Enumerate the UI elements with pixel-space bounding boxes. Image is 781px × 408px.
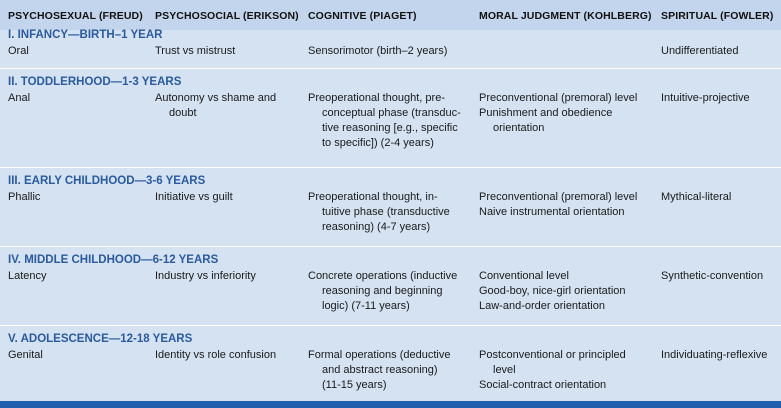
header-freud: PSYCHOSEXUAL (FREUD) [8, 10, 143, 22]
cell-line: Initiative vs guilt [155, 191, 233, 203]
cell-piaget: Preoperational thought, in-tuitive phase… [308, 190, 450, 235]
cell-line: Genital [8, 349, 43, 361]
row-separator [0, 167, 781, 168]
cell-line: Punishment and obedience [479, 107, 613, 119]
cell-line: (11-15 years) [322, 379, 387, 391]
cell-freud: Genital [8, 348, 43, 363]
header-kohlberg: MORAL JUDGMENT (KOHLBERG) [479, 10, 652, 22]
cell-line: Latency [8, 270, 47, 282]
stage-title: I. INFANCY—BIRTH–1 YEAR [8, 29, 163, 41]
cell-erikson: Initiative vs guilt [155, 190, 233, 205]
cell-fowler: Individuating-reflexive [661, 348, 767, 363]
cell-line: Identity vs role confusion [155, 349, 277, 361]
cell-line: Good-boy, nice-girl orientation [479, 285, 626, 297]
cell-erikson: Autonomy vs shame and doubt [155, 91, 276, 121]
cell-fowler: Mythical-literal [661, 190, 731, 205]
cell-fowler: Intuitive-projective [661, 91, 750, 106]
cell-line: Industry vs inferiority [155, 270, 256, 282]
cell-line: Postconventional or principled [479, 349, 626, 361]
cell-freud: Phallic [8, 190, 40, 205]
cell-freud: Oral [8, 44, 29, 59]
cell-line: tuitive phase (transductive [322, 206, 450, 218]
table-header: PSYCHOSEXUAL (FREUD) PSYCHOSOCIAL (ERIKS… [0, 0, 781, 30]
cell-line: logic) (7-11 years) [322, 300, 410, 312]
cell-line: Preconventional (premoral) level [479, 92, 638, 104]
cell-line: Intuitive-projective [661, 92, 750, 104]
cell-line: Synthetic-convention [661, 270, 764, 282]
cell-line: Law-and-order orientation [479, 300, 605, 312]
cell-line: Autonomy vs shame and [155, 92, 277, 104]
cell-piaget: Preoperational thought, pre-conceptual p… [308, 91, 461, 151]
cell-line: to specific]) (2-4 years) [322, 137, 434, 149]
cell-line: Mythical-literal [661, 191, 732, 203]
cell-line: Conventional level [479, 270, 569, 282]
row-separator [0, 325, 781, 326]
header-fowler: SPIRITUAL (FOWLER) [661, 10, 774, 22]
stage-title: V. ADOLESCENCE—12-18 YEARS [8, 333, 193, 345]
stage-title: II. TODDLERHOOD—1-3 YEARS [8, 76, 182, 88]
cell-line: level [493, 364, 516, 376]
row-separator [0, 68, 781, 69]
cell-line: Sensorimotor (birth–2 years) [308, 45, 448, 57]
cell-line: orientation [493, 122, 545, 134]
cell-fowler: Undifferentiated [661, 44, 738, 59]
cell-freud: Anal [8, 91, 30, 106]
stage-title: IV. MIDDLE CHILDHOOD—6-12 YEARS [8, 254, 219, 266]
cell-line: doubt [169, 107, 197, 119]
cell-line: Undifferentiated [661, 45, 739, 57]
cell-line: Social-contract orientation [479, 379, 607, 391]
bottom-rule [0, 401, 781, 408]
cell-line: Preoperational thought, pre- [308, 92, 445, 104]
cell-fowler: Synthetic-convention [661, 269, 763, 284]
header-erikson: PSYCHOSOCIAL (ERIKSON) [155, 10, 299, 22]
cell-line: Preoperational thought, in- [308, 191, 438, 203]
cell-piaget: Formal operations (deductive and abstract… [308, 348, 450, 393]
cell-piaget: Concrete operations (inductive reasoning … [308, 269, 457, 314]
cell-line: reasoning and beginning [322, 285, 443, 297]
cell-line: Formal operations (deductive [308, 349, 451, 361]
cell-line: and abstract reasoning) [322, 364, 438, 376]
cell-line: tive reasoning [e.g., specific [322, 122, 458, 134]
cell-line: Oral [8, 45, 29, 57]
cell-line: Individuating-reflexive [661, 349, 768, 361]
cell-erikson: Identity vs role confusion [155, 348, 276, 363]
cell-line: conceptual phase (transduc- [322, 107, 461, 119]
cell-erikson: Industry vs inferiority [155, 269, 256, 284]
stage-title: III. EARLY CHILDHOOD—3-6 YEARS [8, 175, 206, 187]
cell-piaget: Sensorimotor (birth–2 years) [308, 44, 447, 59]
cell-line: Trust vs mistrust [155, 45, 236, 57]
cell-line: Concrete operations (inductive [308, 270, 458, 282]
cell-line: Preconventional (premoral) level [479, 191, 638, 203]
cell-freud: Latency [8, 269, 47, 284]
cell-line: Phallic [8, 191, 41, 203]
cell-line: Naive instrumental orientation [479, 206, 625, 218]
header-piaget: COGNITIVE (PIAGET) [308, 10, 417, 22]
cell-line: Anal [8, 92, 31, 104]
cell-erikson: Trust vs mistrust [155, 44, 235, 59]
row-separator [0, 246, 781, 247]
cell-line: reasoning) (4-7 years) [322, 221, 431, 233]
